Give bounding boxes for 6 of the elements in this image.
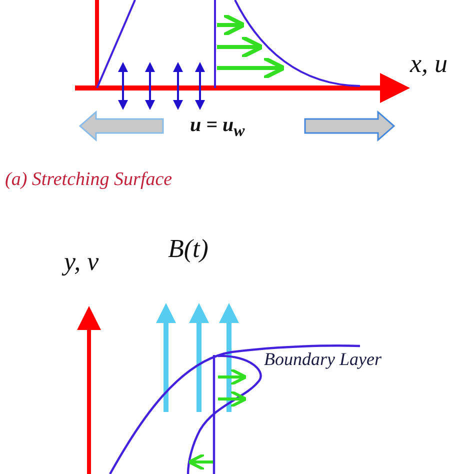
panel-caption: (a) Stretching Surface	[5, 170, 172, 191]
boundary-layer-label: Boundary Layer	[264, 350, 382, 370]
axis-label: y, v	[64, 248, 99, 277]
boundary-condition-label: u = u$_{w}$	[190, 114, 245, 140]
field-label: B(t)	[168, 235, 208, 264]
axis-label: x, u	[410, 50, 448, 79]
